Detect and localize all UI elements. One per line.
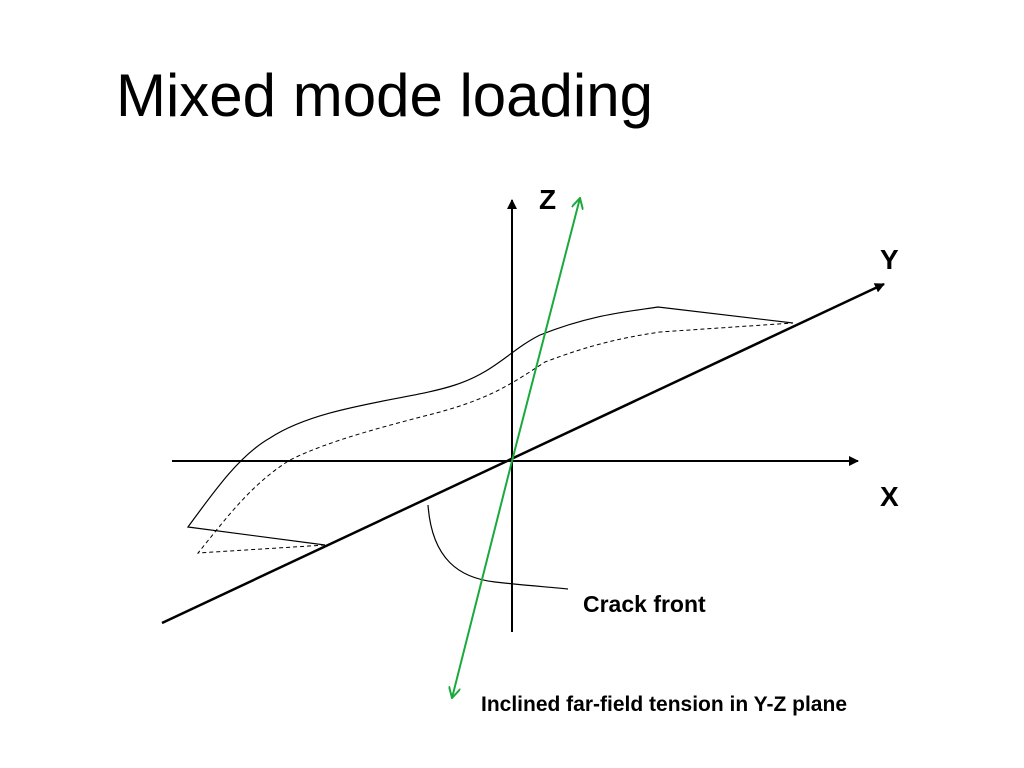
x-axis-label: X [880,481,899,512]
slide-title: Mixed mode loading [116,62,653,129]
y-axis-label: Y [880,244,899,275]
crack-front-line [196,322,794,554]
tension-arrow [511,198,580,462]
z-axis-label: Z [539,184,556,215]
y-axis [161,282,885,625]
tension-arrow-lower [452,460,513,698]
crack-front-label: Crack front [583,591,706,617]
crack-surface-outline [186,306,794,546]
crack-front-leader [427,504,569,590]
tension-label: Inclined far-field tension in Y-Z plane [481,693,847,716]
